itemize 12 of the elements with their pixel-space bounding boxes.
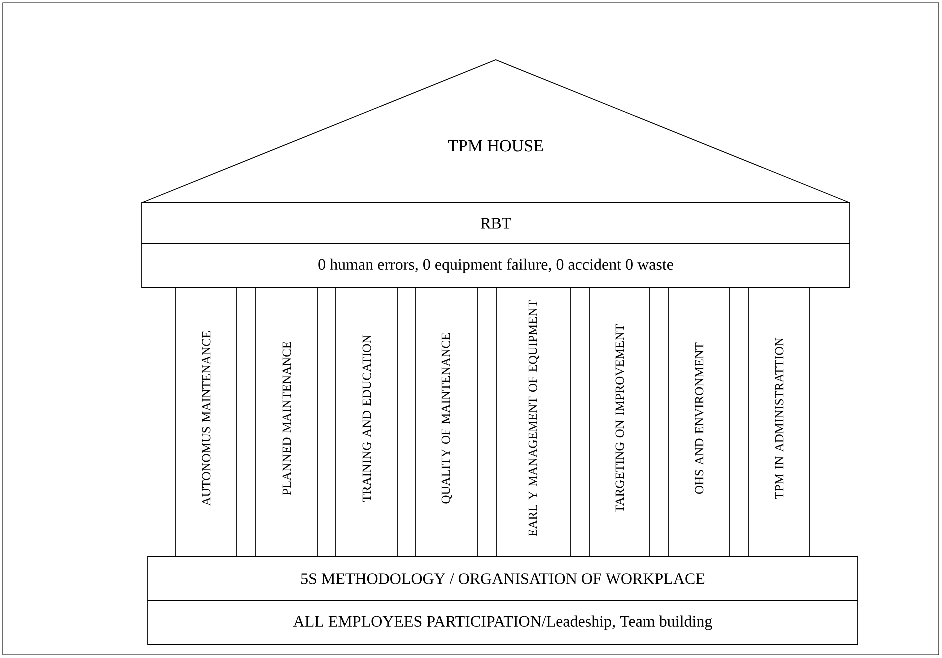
band-box: 5S METHODOLOGY / ORGANISATION OF WORKPLACE: [148, 556, 858, 602]
pillar-box: QUALITY OF MAINTENANCE: [416, 288, 478, 558]
pillar-box: TARGETING ON IMPROVEMENT: [590, 288, 650, 558]
pillar-box: AUTONOMUS MAINTENANCE: [176, 288, 238, 558]
pillar-box: TRAINING AND EDUCATION: [336, 288, 398, 558]
pillar-box: PLANNED MAINTENANCE: [256, 288, 318, 558]
band-box: RBT: [142, 202, 850, 244]
band-box: ALL EMPLOYEES PARTICIPATION/Leadeship, Team building: [148, 600, 858, 646]
pillar-box: EARL Y MANAGEMENT OF EQUIPMENT: [496, 288, 572, 558]
pillar-box: TPM IN ADMINISTRATTION: [748, 288, 810, 558]
band-box: 0 human errors, 0 equipment failure, 0 accident 0 waste: [142, 244, 850, 288]
pillar-box: OHS AND ENVIRONMENT: [668, 288, 730, 558]
